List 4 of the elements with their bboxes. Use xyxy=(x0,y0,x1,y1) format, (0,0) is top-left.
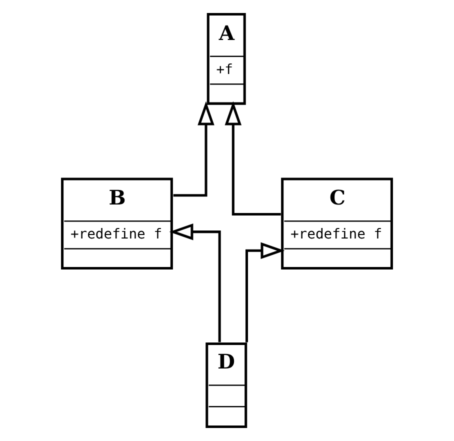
arrow xyxy=(169,223,221,342)
arrow xyxy=(245,242,285,342)
arrow xyxy=(173,101,214,197)
arrow xyxy=(224,101,281,216)
